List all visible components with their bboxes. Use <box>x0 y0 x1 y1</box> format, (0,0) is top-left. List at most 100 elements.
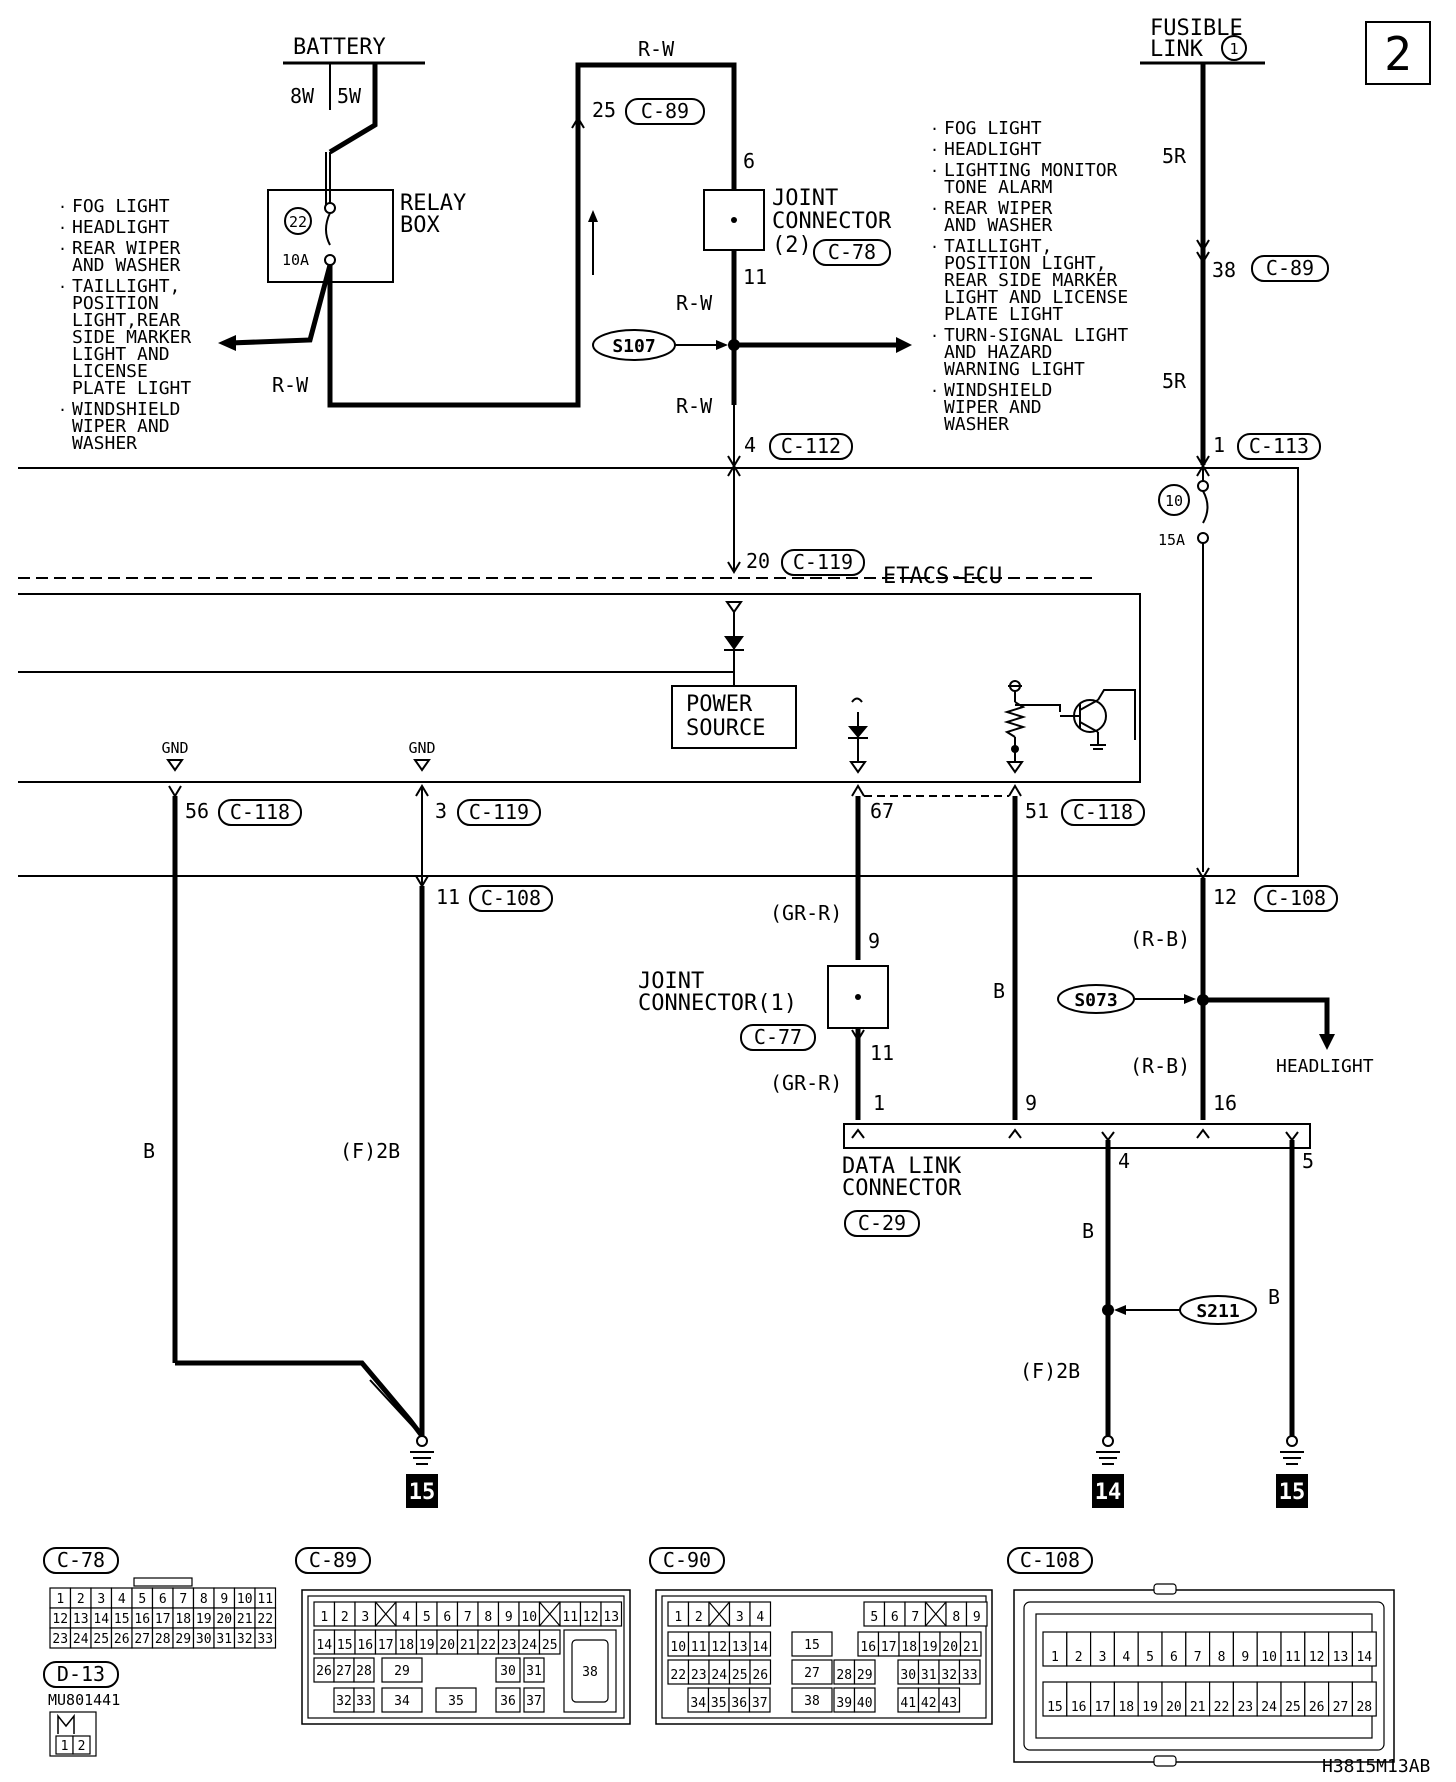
pin-cell: 27 <box>1333 1700 1349 1715</box>
ground-15-left-num: 15 <box>409 1480 436 1505</box>
pin-cell: 6 <box>1170 1650 1178 1665</box>
cv-c89-label: C-89 <box>309 1548 357 1572</box>
joint2-label-3: (2) <box>772 233 812 258</box>
pin-cell: 21 <box>963 1640 979 1655</box>
dlc-label-2: CONNECTOR <box>842 1176 962 1201</box>
load-item-text: LIGHT AND LICENSE <box>944 287 1128 308</box>
pin-cell: 1 <box>320 1610 328 1625</box>
pin-cell: 12 <box>1309 1650 1325 1665</box>
pin-cell: 10 <box>237 1592 253 1607</box>
pin-3: 3 <box>435 799 447 823</box>
pin-cell: 19 <box>419 1638 435 1653</box>
pin-cell: 9 <box>220 1592 228 1607</box>
pin-cell: 36 <box>731 1696 747 1711</box>
ground-15-right <box>1276 1474 1308 1508</box>
pin-cell: 35 <box>448 1694 464 1709</box>
pin-cell: 42 <box>921 1696 937 1711</box>
load-bullet: · <box>58 401 67 419</box>
pin-cell: 19 <box>196 1612 212 1627</box>
pin-cell: 12 <box>52 1612 68 1627</box>
pin-cell: 7 <box>179 1592 187 1607</box>
load-item-text: WARNING LIGHT <box>944 359 1085 380</box>
conn-c112: C-112 <box>781 434 841 458</box>
load-item-text: WIPER AND <box>72 416 170 437</box>
pin-cell: 16 <box>134 1612 150 1627</box>
pin-cell: 20 <box>216 1612 232 1627</box>
pin-cell: 3 <box>361 1610 369 1625</box>
load-item-text: REAR WIPER <box>944 198 1053 219</box>
pin-cell: 11 <box>691 1640 707 1655</box>
pin-67: 67 <box>870 799 894 823</box>
pin-cell: 3 <box>97 1592 105 1607</box>
pin-cell: 25 <box>93 1632 109 1647</box>
dlc-pin-9: 9 <box>1025 1091 1037 1115</box>
pin-cell: 8 <box>484 1610 492 1625</box>
pin-cell: 13 <box>73 1612 89 1627</box>
load-item-text: WINDSHIELD <box>944 380 1052 401</box>
pin-cell: 2 <box>341 1610 349 1625</box>
ground-14-num: 14 <box>1095 1480 1122 1505</box>
headlight-out: HEADLIGHT <box>1276 1056 1374 1077</box>
wire-f2b-left: (F)2B <box>340 1139 400 1163</box>
pin-cell: 24 <box>521 1638 537 1653</box>
pin-cell: 9 <box>973 1610 981 1625</box>
pin-cell: 10 <box>1261 1650 1277 1665</box>
right-loads-list: ·FOG LIGHT·HEADLIGHT·LIGHTING MONITORTON… <box>930 118 1128 435</box>
pin-cell: 6 <box>443 1610 451 1625</box>
wire-rw-mid: R-W <box>676 291 713 315</box>
fusible-link-line2: LINK <box>1150 37 1204 62</box>
pin-cell: 28 <box>836 1668 852 1683</box>
pin-cell: 28 <box>356 1664 372 1679</box>
pin-cell: 20 <box>942 1640 958 1655</box>
pin-cell: 15 <box>804 1638 820 1653</box>
pin-4: 4 <box>744 433 756 457</box>
relay-box-label-1: RELAY <box>400 191 466 216</box>
pin-cell: 38 <box>804 1694 820 1709</box>
load-bullet: · <box>930 120 939 138</box>
joint2-label-1: JOINT <box>772 186 838 211</box>
wire-b-left: B <box>143 1139 155 1163</box>
pin-cell: 13 <box>603 1610 619 1625</box>
joint1-conn: C-77 <box>754 1025 802 1049</box>
pin-51: 51 <box>1025 799 1049 823</box>
conn-c113: C-113 <box>1249 434 1309 458</box>
pin-cell: 16 <box>860 1640 876 1655</box>
splice-s107-label: S107 <box>612 336 655 357</box>
load-bullet: · <box>58 219 67 237</box>
pin-cell: 18 <box>398 1638 414 1653</box>
fuse-22-rating: 10A <box>282 251 309 269</box>
pin-cell: 7 <box>911 1610 919 1625</box>
power-source-2: SOURCE <box>686 716 765 741</box>
pin-cell: 1 <box>674 1610 682 1625</box>
pin-cell: 19 <box>1142 1700 1158 1715</box>
pin-cell: 17 <box>378 1638 394 1653</box>
joint2-pin-11: 11 <box>743 265 767 289</box>
pin-cell: 14 <box>316 1638 332 1653</box>
pin-cell: 23 <box>52 1632 68 1647</box>
load-item-text: WIPER AND <box>944 397 1042 418</box>
load-item-text: PLATE LIGHT <box>72 378 191 399</box>
pin-cell: 18 <box>901 1640 917 1655</box>
pin-cell: 23 <box>1237 1700 1253 1715</box>
pin-cell: 29 <box>857 1668 873 1683</box>
pin-cell: 10 <box>521 1610 537 1625</box>
conn-c118-right: C-118 <box>1073 800 1133 824</box>
gnd-label-1: GND <box>161 739 188 757</box>
pin-cell: 33 <box>257 1632 273 1647</box>
pin-cell: 26 <box>752 1668 768 1683</box>
pin-1-c113: 1 <box>1213 433 1225 457</box>
splice-s073-label: S073 <box>1074 990 1117 1011</box>
pin-cell: 19 <box>922 1640 938 1655</box>
pin-cell: 11 <box>562 1610 578 1625</box>
ecu-label: ETACS-ECU <box>883 564 1002 589</box>
right-loads-arrow <box>896 337 912 353</box>
pin-cell: 25 <box>1285 1700 1301 1715</box>
pin-cell: 27 <box>336 1664 352 1679</box>
pin-cell: 23 <box>501 1638 517 1653</box>
wire-rw-left: R-W <box>272 373 309 397</box>
pin-cell: 33 <box>356 1694 372 1709</box>
pin-cell: 30 <box>196 1632 212 1647</box>
pin-cell: 38 <box>582 1665 598 1680</box>
